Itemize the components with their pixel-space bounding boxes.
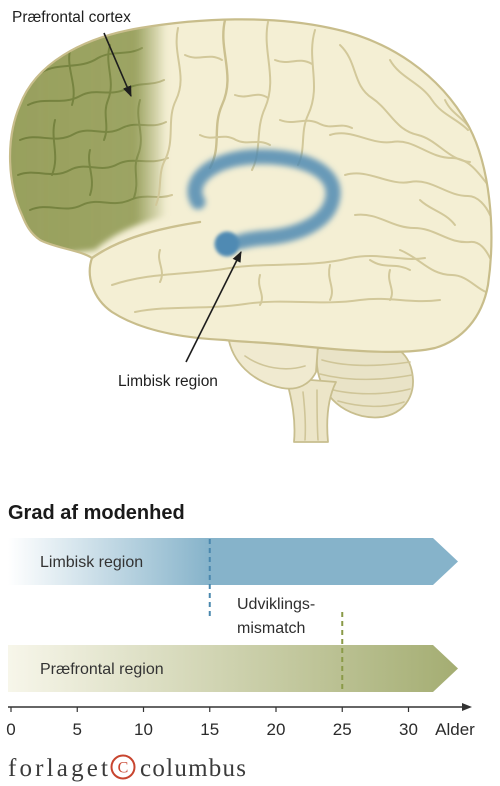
prefrontal-bar-label: Præfrontal region: [40, 661, 164, 678]
axis-tick-label: 25: [333, 720, 352, 739]
axis-tick-label: 5: [73, 720, 82, 739]
axis-tick-label: 30: [399, 720, 418, 739]
frontal-sulci: [17, 44, 173, 211]
frontal-sulcus-line: [51, 119, 57, 176]
sulcus-line: [111, 255, 426, 286]
folium-line: [321, 359, 411, 367]
limbic-region-label: Limbisk region: [118, 373, 218, 390]
frontal-sulcus-line: [27, 79, 165, 106]
axis-tick-label: 20: [267, 720, 286, 739]
temporal-sulci: [90, 220, 441, 313]
publisher-symbol-ring: [110, 754, 136, 780]
pons: [227, 335, 319, 390]
axis-tick-label: 15: [200, 720, 219, 739]
sulcus-line: [258, 274, 263, 306]
folium-line: [325, 387, 411, 395]
age-axis-arrowhead: [462, 703, 472, 711]
sulcus-line: [155, 27, 182, 206]
age-axis-label: Alder: [435, 720, 475, 739]
publisher-name-right: columbus: [140, 755, 246, 782]
frontal-sulcus-line: [88, 149, 93, 196]
sulcus-line: [369, 259, 411, 271]
age-axis-ticks: 0 5 10 15 20 25 30: [6, 707, 418, 739]
sulcus-line: [274, 59, 313, 65]
lateral-fissure: [90, 220, 202, 260]
central-sulcus: [208, 19, 229, 170]
sulcus-line: [354, 213, 491, 259]
publisher-logo: forlaget C columbus: [8, 754, 246, 782]
sulcus-line: [184, 54, 223, 61]
frontal-sulcus-line: [17, 157, 169, 176]
prefrontal-cortex-arrow: [103, 32, 132, 98]
timeline-title: Grad af modenhed: [8, 502, 185, 524]
sulcus-line: [339, 44, 471, 163]
sulcus-line: [389, 59, 469, 131]
frontal-sulcus-line: [103, 44, 112, 141]
mismatch-annotation-line-1: Udviklings-: [237, 596, 315, 613]
sulcus-line: [328, 264, 333, 301]
sulcus-line: [329, 132, 489, 186]
sulcus-line: [199, 134, 271, 146]
sulcus-line: [234, 93, 269, 99]
frontal-sulcus-line: [68, 49, 75, 106]
prefrontal-cortex-label: Præfrontal cortex: [12, 9, 131, 26]
sulcus-line: [297, 29, 316, 166]
maturity-timeline: Grad af modenhed Limbisk region Udviklin…: [6, 502, 475, 739]
brainstem-line: [302, 391, 307, 441]
sulcus-line: [134, 297, 441, 313]
sulcus-line: [344, 172, 491, 216]
brainstem: [285, 377, 337, 443]
brain-illustration: Præfrontal cortex Limbisk region: [8, 9, 493, 443]
sulcus-line: [158, 249, 163, 283]
sulcus-line: [279, 119, 353, 129]
mismatch-annotation-line-2: mismatch: [237, 620, 305, 637]
sulcus-line: [419, 199, 456, 226]
pons-line: [244, 355, 306, 370]
publisher-symbol-letter: C: [118, 760, 129, 777]
frontal-sulcus-line: [133, 99, 142, 199]
frontal-sulcus-line: [19, 121, 167, 141]
sulcus-line: [388, 269, 393, 301]
frontal-sulcus-line: [29, 194, 173, 211]
amygdala-highlight: [214, 231, 240, 257]
cerebrum-outline: [8, 18, 493, 353]
limbic-bar-label: Limbisk region: [40, 554, 143, 571]
cerebellum-folia: [319, 359, 413, 408]
limbic-maturity-bar: [8, 538, 458, 585]
limbic-region-highlight-group: [187, 149, 341, 257]
limbic-system-highlight: [187, 149, 341, 250]
publisher-name-left: forlaget: [8, 755, 108, 782]
folium-line: [319, 373, 413, 381]
brainstem-line: [316, 389, 319, 441]
folium-line: [337, 400, 405, 408]
axis-tick-label: 0: [6, 720, 15, 739]
frontal-sulcus-line: [41, 47, 143, 73]
axis-tick-label: 10: [134, 720, 153, 739]
limbic-region-arrow: [185, 251, 242, 363]
prefrontal-maturity-bar: [8, 645, 458, 692]
